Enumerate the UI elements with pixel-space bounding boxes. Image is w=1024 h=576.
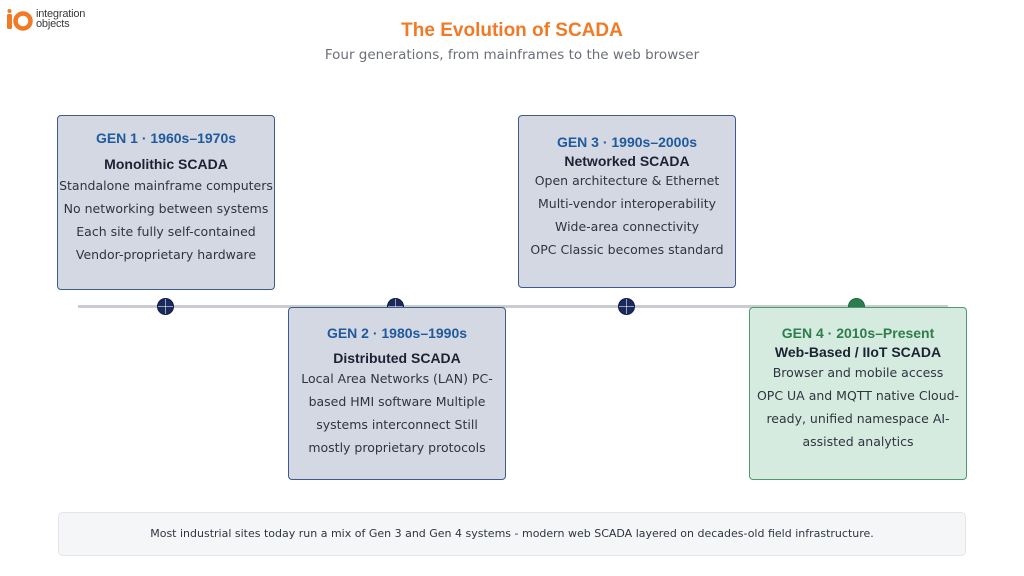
generation-feature: Wide-area connectivity xyxy=(554,219,699,234)
generation-name: Web-Based / IIoT SCADA xyxy=(774,344,942,360)
generation-label: GEN 4 · 2010s–Present xyxy=(781,325,935,341)
logo-text-line1: integration xyxy=(36,8,86,20)
logo-mark-icon xyxy=(7,9,33,31)
generation-feature: No networking between systems xyxy=(63,201,269,216)
timeline-axis xyxy=(78,305,948,308)
generation-feature: mostly proprietary protocols xyxy=(308,440,486,455)
page-title: The Evolution of SCADA xyxy=(401,20,623,41)
generation-card-gen1: GEN 1 · 1960s–1970s Monolithic SCADA Sta… xyxy=(57,115,275,290)
generation-card-gen4: GEN 4 · 2010s–Present Web-Based / IIoT S… xyxy=(749,307,967,480)
generation-feature: ready, unified namespace AI- xyxy=(766,411,950,426)
generation-label: GEN 3 · 1990s–2000s xyxy=(556,134,698,150)
generation-name: Distributed SCADA xyxy=(333,350,461,366)
generation-feature: Local Area Networks (LAN) PC- xyxy=(301,371,493,386)
generation-label: GEN 1 · 1960s–1970s xyxy=(95,130,237,146)
generation-feature: Browser and mobile access xyxy=(772,365,944,380)
generation-feature: Standalone mainframe computers xyxy=(59,178,273,193)
timeline-node-gen3 xyxy=(618,298,635,315)
page-subtitle: Four generations, from mainframes to the… xyxy=(324,47,700,63)
footer-note: Most industrial sites today run a mix of… xyxy=(58,512,966,556)
generation-label: GEN 2 · 1980s–1990s xyxy=(326,325,468,341)
logo-text-line2: objects xyxy=(36,18,70,30)
generation-feature: based HMI software Multiple xyxy=(308,394,486,409)
generation-feature: systems interconnect Still xyxy=(316,417,478,432)
timeline-node-gen1 xyxy=(157,298,174,315)
generation-card-gen3: GEN 3 · 1990s–2000s Networked SCADA Open… xyxy=(518,115,736,288)
generation-name: Monolithic SCADA xyxy=(104,156,228,172)
integration-objects-logo: integration objects xyxy=(6,7,116,33)
generation-feature: assisted analytics xyxy=(802,434,914,449)
logo-text: integration objects xyxy=(36,8,86,30)
generation-feature: Each site fully self-contained xyxy=(76,224,256,239)
generation-name: Networked SCADA xyxy=(564,153,690,169)
generation-feature: Vendor-proprietary hardware xyxy=(75,247,257,262)
generation-feature: OPC UA and MQTT native Cloud- xyxy=(756,388,960,403)
generation-card-gen2: GEN 2 · 1980s–1990s Distributed SCADA Lo… xyxy=(288,307,506,480)
generation-feature: Multi-vendor interoperability xyxy=(537,196,716,211)
generation-feature: OPC Classic becomes standard xyxy=(530,242,724,257)
generation-feature: Open architecture & Ethernet xyxy=(534,173,720,188)
